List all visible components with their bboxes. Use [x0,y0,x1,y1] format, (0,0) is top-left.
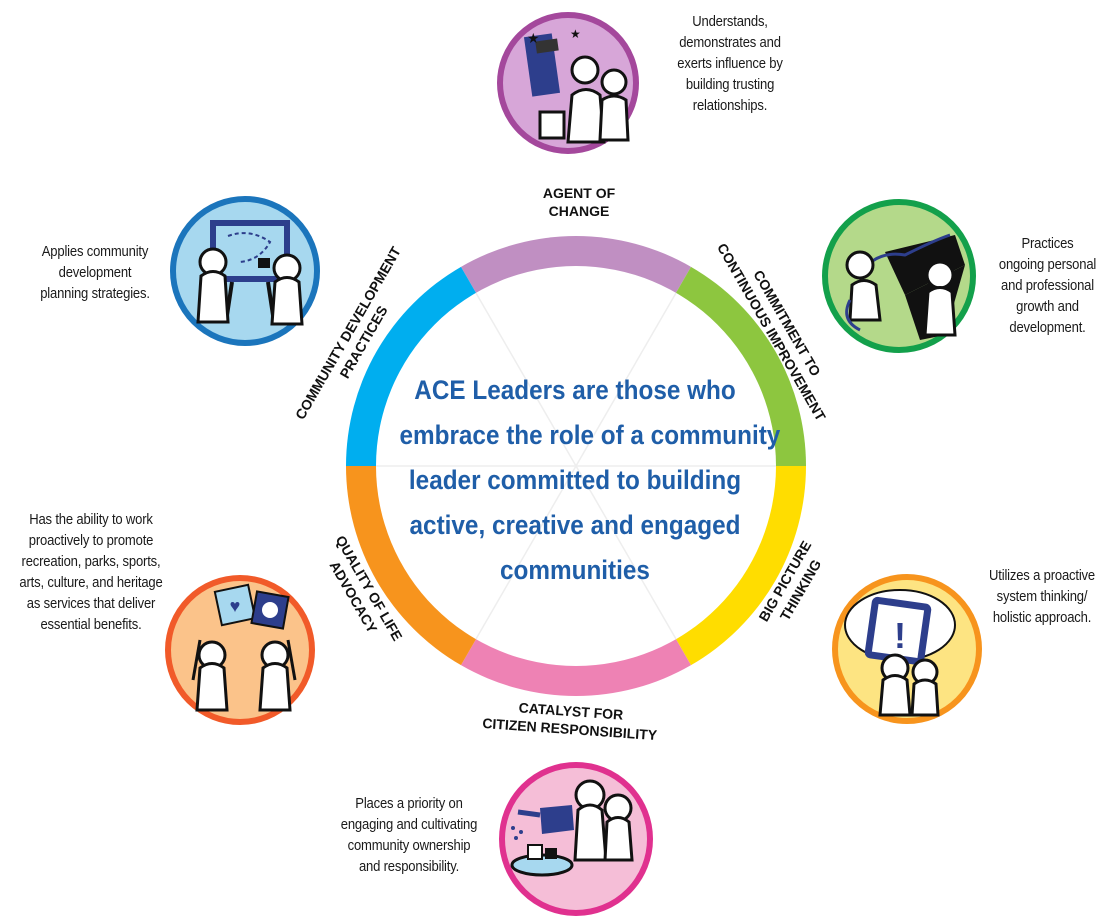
center-line-5: communities [500,555,650,585]
description-quality-of-life: Has the ability to work proactively to p… [19,512,163,633]
description-catalyst: Places a priority on engaging and cultiv… [340,796,478,875]
description-commitment: Practices ongoing personal and professio… [998,236,1097,336]
description-community-development: Applies community development planning s… [40,244,150,302]
painting-people-icon: ★ ★ [497,12,639,154]
segment-title-4-line1: CATALYST FOR [518,699,624,722]
center-line-3: leader committed to building [408,465,742,495]
segment-title-4-line2: CITIZEN RESPONSIBILITY [482,715,658,743]
segment-number-5: 5 [349,667,368,705]
segment-title-1-line2: CHANGE [549,203,610,219]
segment-number-3: 3 [875,523,894,561]
segment-title-1-line1: AGENT OF [543,185,616,201]
planning-board-icon [170,196,320,346]
center-dividers [376,292,776,640]
svg-text:♥: ♥ [230,596,241,616]
segment-number-2: 2 [790,224,809,262]
center-line-2: embrace the role of a community [399,420,781,450]
center-line-4: active, creative and engaged [409,510,741,540]
protest-signs-icon: ♥ [165,575,315,725]
center-line-1: ACE Leaders are those who [414,375,736,405]
description-big-picture: Utilizes a proactive system thinking/ ho… [989,568,1095,626]
svg-text:★: ★ [527,30,540,46]
svg-text:!: ! [894,615,906,656]
exclamation-tablet-icon: ! [832,574,982,724]
description-agent-of-change: Understands, demonstrates and exerts inf… [677,14,783,114]
graduation-cap-icon [822,199,976,353]
center-statement: ACE Leaders are those who embrace the ro… [399,368,781,593]
watering-can-icon [499,762,653,916]
segment-number-4: 4 [653,750,672,788]
segment-number-1: 1 [493,146,512,184]
svg-text:★: ★ [570,27,581,41]
segment-number-6: 6 [265,367,284,405]
